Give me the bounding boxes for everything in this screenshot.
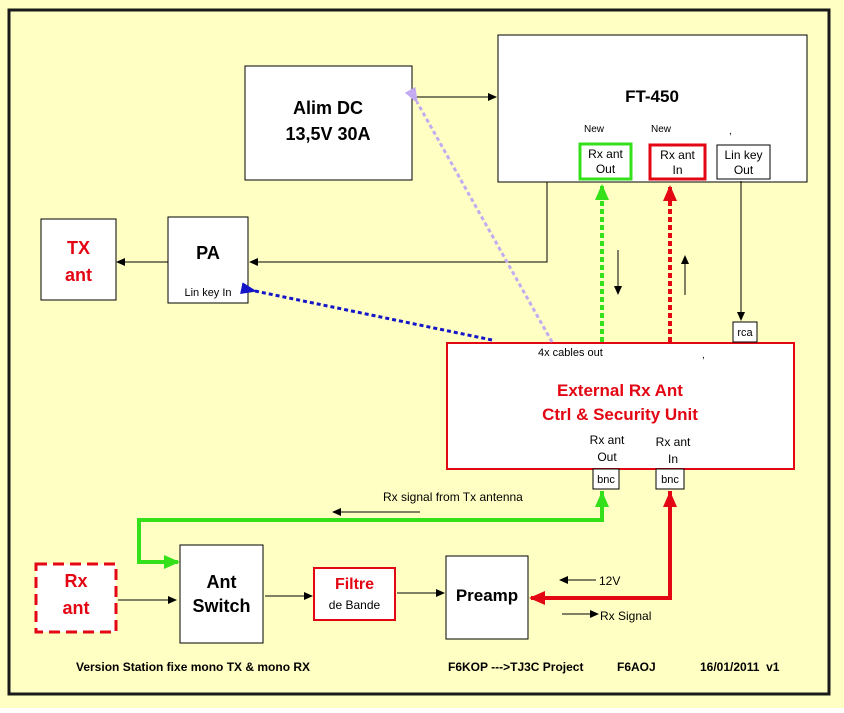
rx-ant-block: Rx ant	[34, 562, 118, 634]
ant-switch-line1: Ant	[207, 572, 237, 592]
rx-signal-label: Rx Signal	[600, 609, 651, 623]
rca-label: rca	[737, 327, 753, 339]
external-rx-ant-unit: 4x cables out , External Rx Ant Ctrl & S…	[446, 342, 795, 470]
unit-rx-out-line1: Rx ant	[590, 433, 625, 447]
bnc-out-label: bnc	[597, 474, 615, 486]
pa-title: PA	[196, 243, 220, 263]
rx-from-tx-label: Rx signal from Tx antenna	[383, 490, 523, 504]
unit-title-line1: External Rx Ant	[557, 381, 683, 400]
unit-title-line2: Ctrl & Security Unit	[542, 405, 698, 424]
pa-block: PA Lin key In	[167, 216, 249, 304]
tx-ant-line1: TX	[67, 238, 90, 258]
ft-lin-key-out-port: Lin key Out	[716, 144, 771, 180]
tx-ant-block: TX ant	[40, 218, 117, 301]
ft-rx-out-new-tag: New	[584, 124, 605, 135]
ft-rx-ant-in-port: Rx ant In	[648, 143, 707, 181]
pa-lin-key-in: Lin key In	[184, 287, 231, 299]
preamp-title: Preamp	[456, 586, 518, 605]
filtre-block: Filtre de Bande	[313, 567, 396, 621]
unit-cables-label: 4x cables out	[538, 347, 603, 359]
tx-ant-line2: ant	[65, 265, 92, 285]
bnc-out-connector: bnc	[592, 468, 620, 490]
alim-dc-block: Alim DC 13,5V 30A	[244, 65, 413, 181]
footer-version: Version Station fixe mono TX & mono RX	[76, 660, 310, 674]
alim-control-dotted-wire	[404, 86, 554, 343]
pa-key-dotted-wire	[240, 282, 493, 342]
filtre-line2: de Bande	[329, 598, 381, 612]
ft450-title: FT-450	[625, 87, 679, 106]
filtre-line1: Filtre	[335, 576, 374, 593]
ft-rx-in-new-tag: New	[651, 124, 672, 135]
footer-date: 16/01/2011 v1	[700, 660, 780, 674]
unit-rx-out-line2: Out	[597, 450, 617, 464]
ant-switch-line2: Switch	[192, 596, 250, 616]
alim-dc-title: Alim DC	[293, 98, 363, 118]
footer-author: F6AOJ	[617, 660, 656, 674]
unit-rx-in-line1: Rx ant	[656, 435, 691, 449]
ft-lin-key-line1: Lin key	[724, 148, 762, 162]
unit-rx-in-line2: In	[668, 452, 678, 466]
ft-rx-in-line2: In	[672, 163, 682, 177]
ft450-to-pa-wire	[249, 182, 548, 266]
ft-lin-key-tag: ,	[729, 126, 732, 137]
footer-project: F6KOP --->TJ3C Project	[448, 660, 583, 674]
ant-switch-block: Ant Switch	[179, 544, 264, 644]
ft-rx-out-line2: Out	[596, 162, 616, 176]
bnc-in-label: bnc	[661, 474, 679, 486]
ft-rx-in-line1: Rx ant	[660, 148, 695, 162]
alim-dc-rating: 13,5V 30A	[285, 124, 370, 144]
bnc-in-connector: bnc	[655, 468, 685, 490]
rx-ant-line1: Rx	[64, 571, 87, 591]
ft-lin-key-line2: Out	[734, 163, 754, 177]
rx-ant-line2: ant	[63, 598, 90, 618]
v12-label: 12V	[599, 574, 620, 588]
ft-rx-out-line1: Rx ant	[588, 147, 623, 161]
preamp-block: Preamp	[445, 555, 529, 640]
ft-rx-ant-out-port: Rx ant Out	[578, 142, 633, 181]
unit-tick-mark: ,	[702, 350, 705, 361]
rca-connector: rca	[732, 321, 758, 343]
